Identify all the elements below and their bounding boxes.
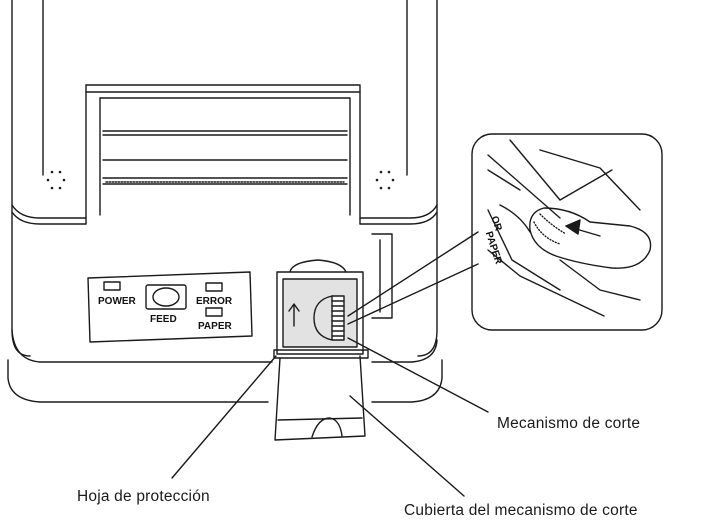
inset-label-top: OR (488, 215, 503, 233)
cutter-cover (274, 355, 366, 441)
leader-sheet (171, 355, 277, 479)
power-label: POWER (98, 296, 137, 307)
speaker-grill-right (375, 170, 395, 190)
error-label: ERROR (196, 296, 233, 307)
paper-compartment (85, 84, 361, 225)
leader-cutter (347, 337, 489, 413)
control-panel (87, 271, 253, 343)
cutter-unit (273, 233, 393, 359)
callout-cutter-mechanism: Mecanismo de corte (497, 415, 641, 432)
feed-label: FEED (150, 314, 177, 325)
leader-cover (349, 395, 465, 497)
callout-protection-sheet: Hoja de protección (77, 488, 210, 505)
inset-detail (347, 133, 663, 331)
callout-cutter-cover: Cubierta del mecanismo de corte (404, 502, 638, 519)
printer-body (7, 0, 443, 403)
leader-lines (171, 337, 489, 497)
speaker-grill-left (46, 170, 66, 190)
paper-label: PAPER (198, 321, 232, 332)
